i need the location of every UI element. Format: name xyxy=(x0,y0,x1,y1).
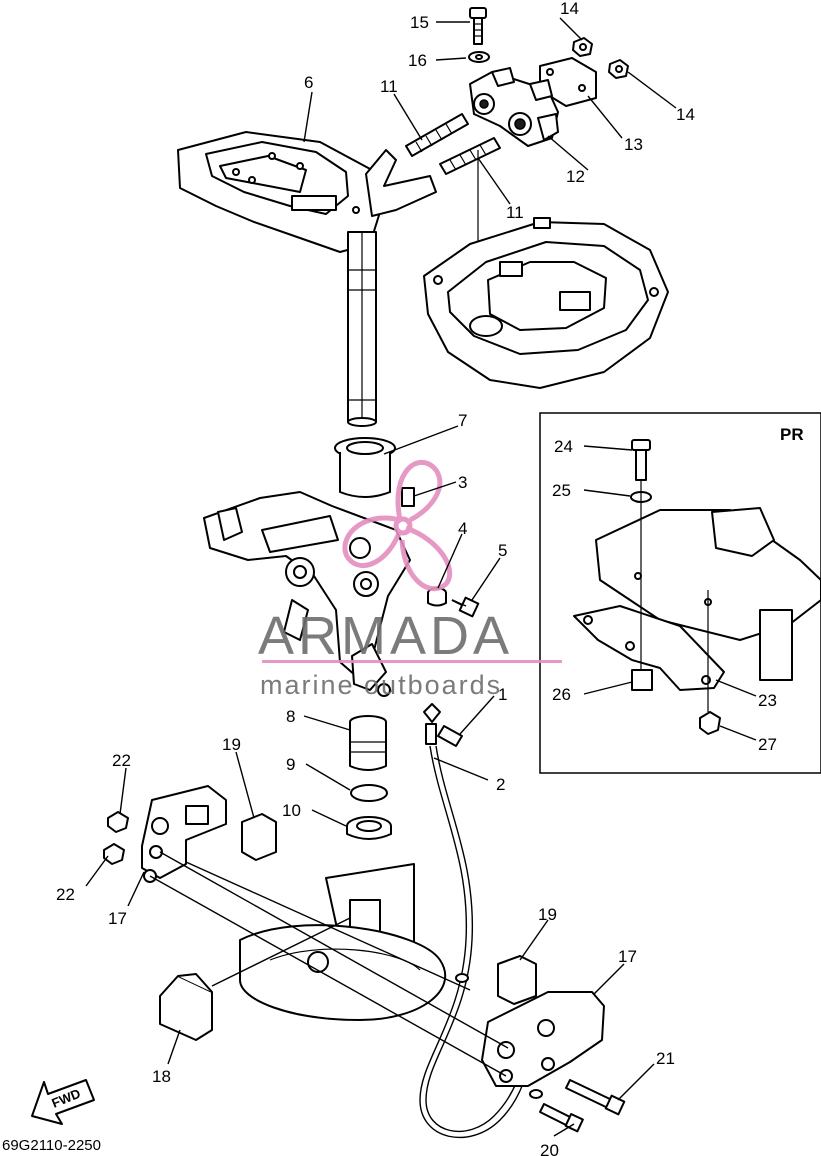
callout-16: 16 xyxy=(408,51,427,70)
nut-14-right xyxy=(608,59,629,79)
callout-15: 15 xyxy=(410,13,429,32)
bolt-21 xyxy=(565,1079,626,1116)
callout-14-right: 14 xyxy=(676,105,695,124)
nut-22-lower xyxy=(103,843,125,865)
lead-terminal xyxy=(455,973,543,1099)
watermark: ARMADA marine outboards xyxy=(258,459,562,700)
callout-20: 20 xyxy=(540,1141,559,1156)
mount-bracket-17-right xyxy=(481,991,605,1087)
pr-inset xyxy=(539,412,821,774)
callout-19-left: 19 xyxy=(222,735,241,754)
bushing-7 xyxy=(334,437,396,498)
damper-8 xyxy=(349,715,387,771)
washer-16 xyxy=(468,51,490,63)
callout-26: 26 xyxy=(552,685,571,704)
stud-11-upper xyxy=(405,113,469,157)
fwd-arrow: FWD xyxy=(31,1079,95,1125)
callout-5: 5 xyxy=(498,541,507,560)
plate-23 xyxy=(573,605,725,691)
screw-1 xyxy=(437,725,463,747)
callout-8: 8 xyxy=(286,707,295,726)
callout-21: 21 xyxy=(656,1049,675,1068)
collar-26 xyxy=(631,669,653,691)
callout-10: 10 xyxy=(282,801,301,820)
nut-22-upper xyxy=(107,811,129,833)
bolt-5 xyxy=(451,596,480,618)
connecting-rods xyxy=(149,851,509,1077)
oil-seal-10 xyxy=(346,816,392,840)
callout-18: 18 xyxy=(152,1067,171,1086)
ground-lead-2 xyxy=(419,703,531,1139)
callout-24: 24 xyxy=(554,437,573,456)
callout-2: 2 xyxy=(496,775,505,794)
stud-11-lower xyxy=(439,137,501,175)
callout-1: 1 xyxy=(498,685,507,704)
pr-variant-label: PR xyxy=(780,425,804,444)
watermark-tagline: marine outboards xyxy=(260,670,502,700)
callout-9: 9 xyxy=(286,755,295,774)
drawing-code: 69G2110-2250 xyxy=(2,1137,101,1154)
watermark-brand: ARMADA xyxy=(258,606,513,666)
bolt-15 xyxy=(469,7,487,45)
pr-bracket xyxy=(595,507,821,681)
nut-27 xyxy=(699,711,721,735)
callout-3: 3 xyxy=(458,473,467,492)
rubber-mount-12 xyxy=(469,67,559,147)
callout-22-lower: 22 xyxy=(56,885,75,904)
callout-11-upper: 11 xyxy=(380,77,398,96)
callout-23: 23 xyxy=(758,691,777,710)
callout-25: 25 xyxy=(552,481,571,500)
lower-casing xyxy=(239,863,447,1021)
watermark-rule xyxy=(262,660,562,663)
callout-12: 12 xyxy=(566,167,585,186)
callout-17-left: 17 xyxy=(108,909,127,928)
clamp-bracket-body xyxy=(203,491,411,697)
nut-14-upper xyxy=(572,37,593,57)
callout-22-upper: 22 xyxy=(112,751,131,770)
callout-17-right: 17 xyxy=(618,947,637,966)
spacer-3 xyxy=(401,487,415,507)
callout-6: 6 xyxy=(304,73,313,92)
callout-13: 13 xyxy=(624,135,643,154)
damper-18 xyxy=(159,973,213,1041)
o-ring-9 xyxy=(350,784,388,802)
bottom-cowling-pan xyxy=(423,217,669,389)
callout-4: 4 xyxy=(458,519,467,538)
leader-lines xyxy=(85,17,757,1137)
callout-11-lower: 11 xyxy=(506,203,524,222)
watermark-propeller-logo xyxy=(342,459,453,592)
damper-19-right xyxy=(497,955,537,1005)
callout-7: 7 xyxy=(458,411,467,430)
bolt-20 xyxy=(539,1103,584,1133)
callout-27: 27 xyxy=(758,735,777,754)
callout-14-top: 14 xyxy=(560,0,579,18)
mount-bracket-17-left xyxy=(141,785,227,883)
damper-19-left xyxy=(241,813,277,861)
steering-bracket-6 xyxy=(177,131,437,427)
callout-19-right: 19 xyxy=(538,905,557,924)
callout-labels: 15 16 14 14 13 12 6 11 11 7 3 4 5 1 2 8 … xyxy=(56,0,804,1156)
